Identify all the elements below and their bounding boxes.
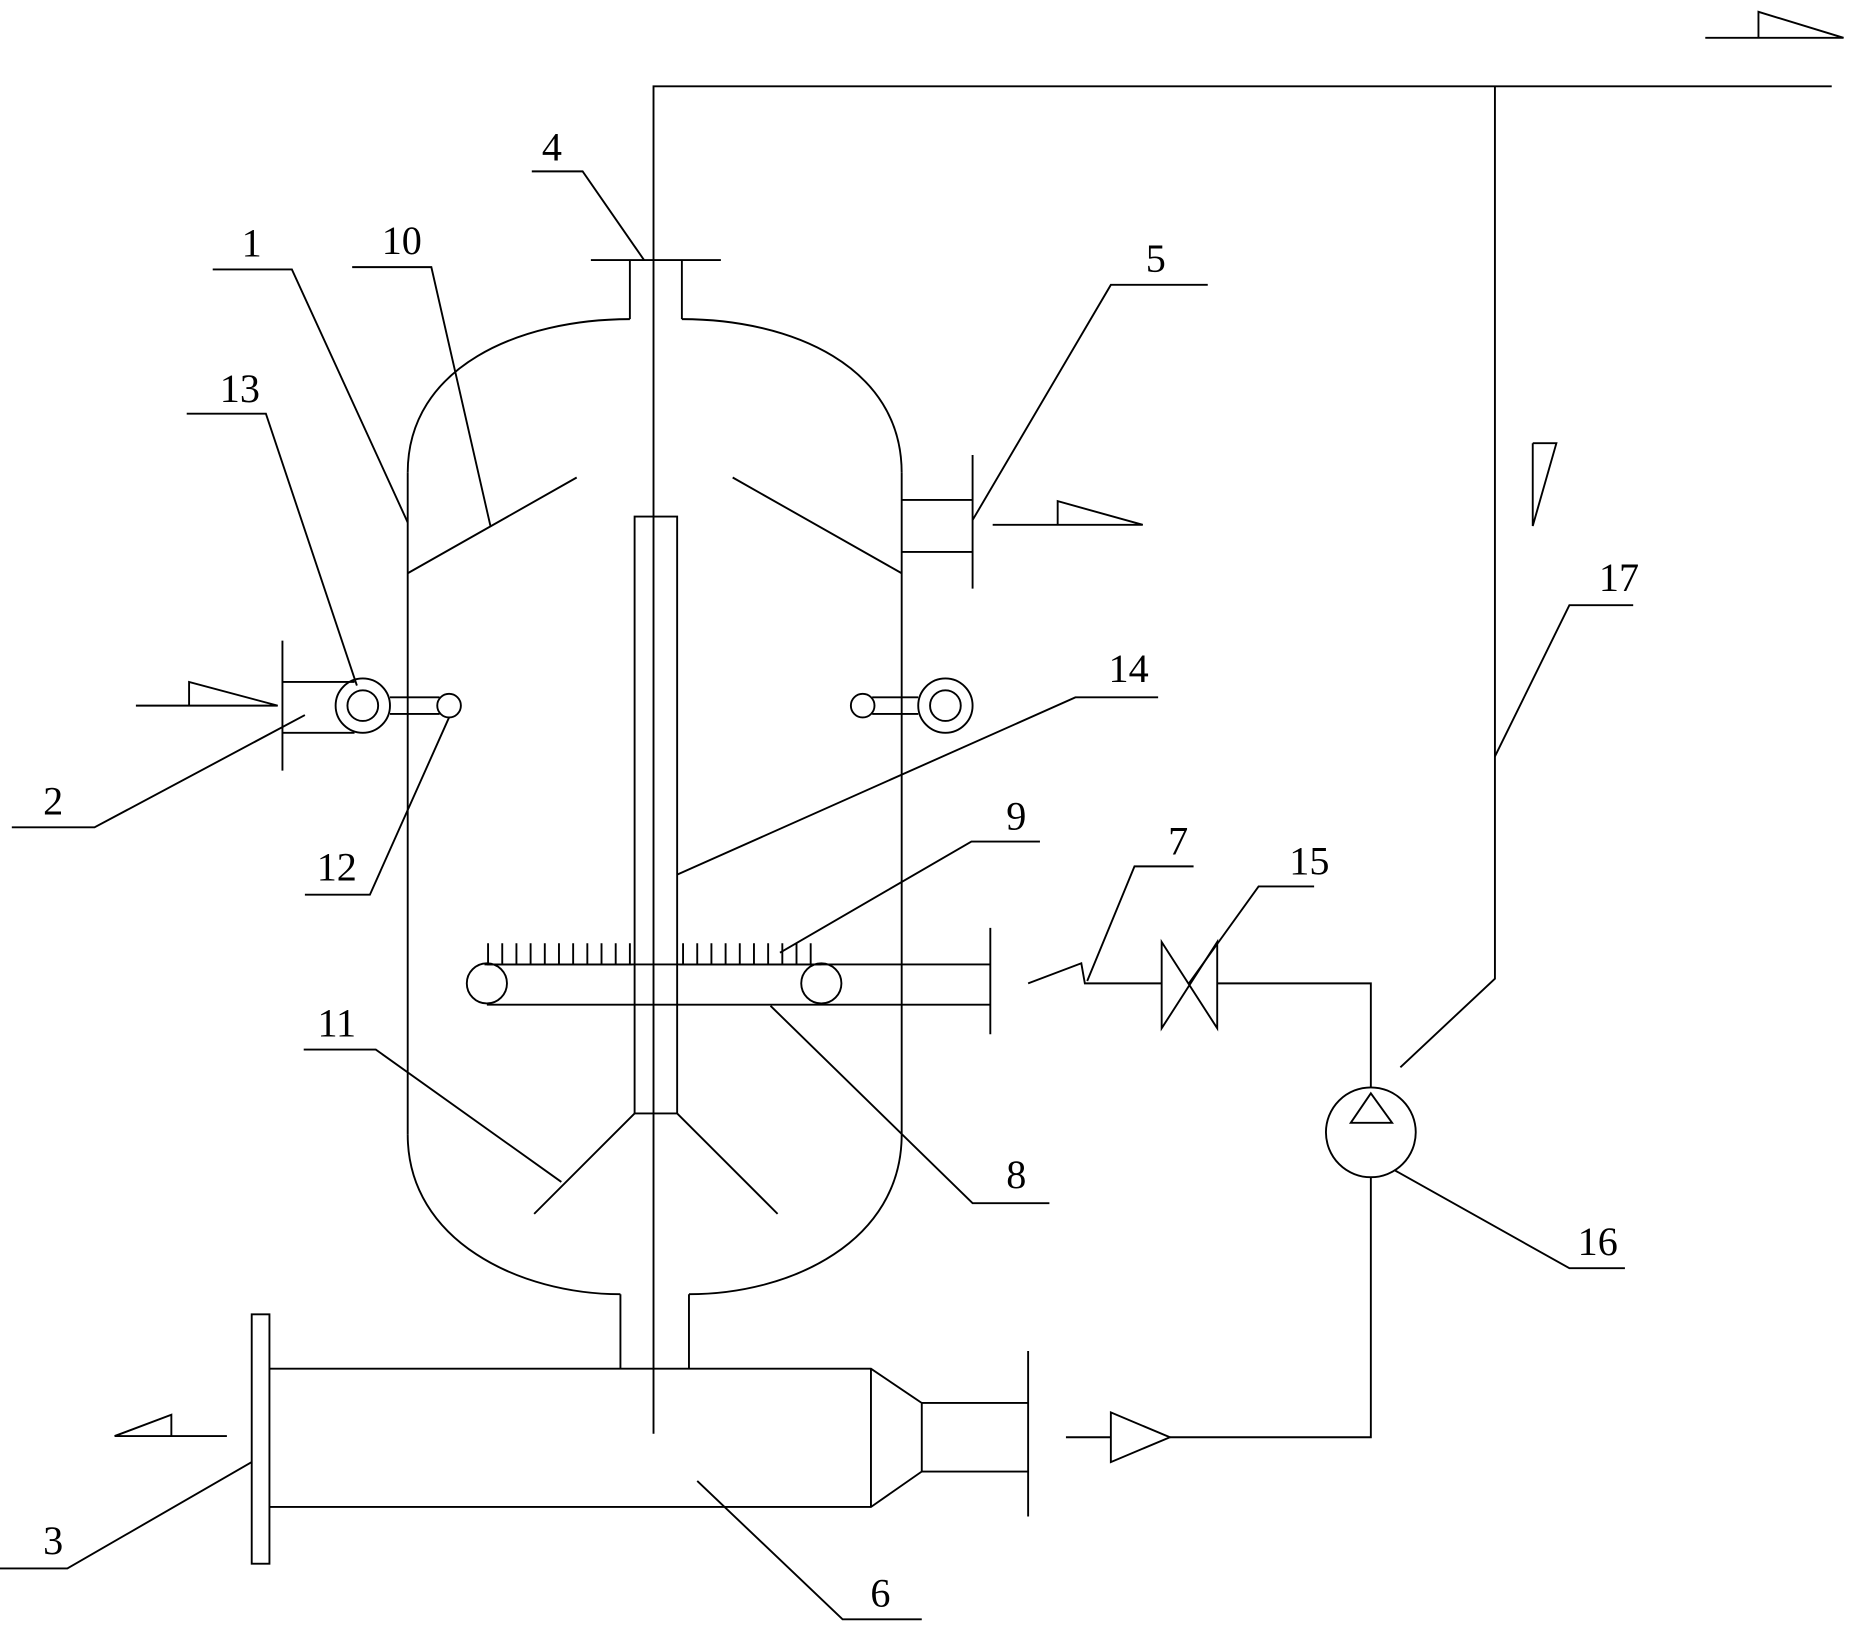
- valve-icon: [1160, 938, 1219, 1032]
- label-1: 1: [242, 220, 262, 265]
- label-16: 16: [1578, 1219, 1618, 1264]
- label-12: 12: [317, 845, 357, 890]
- vessel-shell: [406, 318, 903, 1296]
- top-pipeline: [652, 85, 1832, 1434]
- leader-lines: [0, 170, 1634, 1621]
- comb-teeth: [484, 943, 822, 966]
- label-3: 3: [43, 1518, 63, 1563]
- label-14: 14: [1108, 646, 1148, 691]
- inlet-nozzle: [135, 640, 355, 771]
- inner-tube: [533, 515, 779, 1215]
- label-8: 8: [1006, 1152, 1026, 1197]
- ring-pipe-right: [849, 677, 974, 734]
- flow-arrow-down-icon: [1531, 442, 1558, 527]
- distributor-pipe: [465, 927, 992, 1035]
- label-10: 10: [382, 218, 422, 263]
- outlet-nozzle: [901, 455, 1144, 589]
- label-7: 7: [1168, 819, 1188, 864]
- bottom-pipe: [114, 1294, 1030, 1565]
- label-13: 13: [220, 366, 260, 411]
- pump-icon: [1324, 1086, 1417, 1179]
- label-2: 2: [43, 778, 63, 823]
- ring-pipe-left: [334, 677, 462, 734]
- top-nozzle: [590, 259, 721, 320]
- return-line: [1065, 1177, 1372, 1464]
- feed-line: [1027, 962, 1372, 1088]
- flow-flag-top-right: [1705, 10, 1844, 39]
- label-11: 11: [317, 1001, 356, 1046]
- label-9: 9: [1006, 794, 1026, 839]
- label-15: 15: [1289, 839, 1329, 884]
- label-5: 5: [1146, 236, 1166, 281]
- label-17: 17: [1599, 555, 1639, 600]
- label-6: 6: [870, 1570, 890, 1615]
- baffles: [407, 476, 903, 575]
- label-4: 4: [542, 125, 562, 170]
